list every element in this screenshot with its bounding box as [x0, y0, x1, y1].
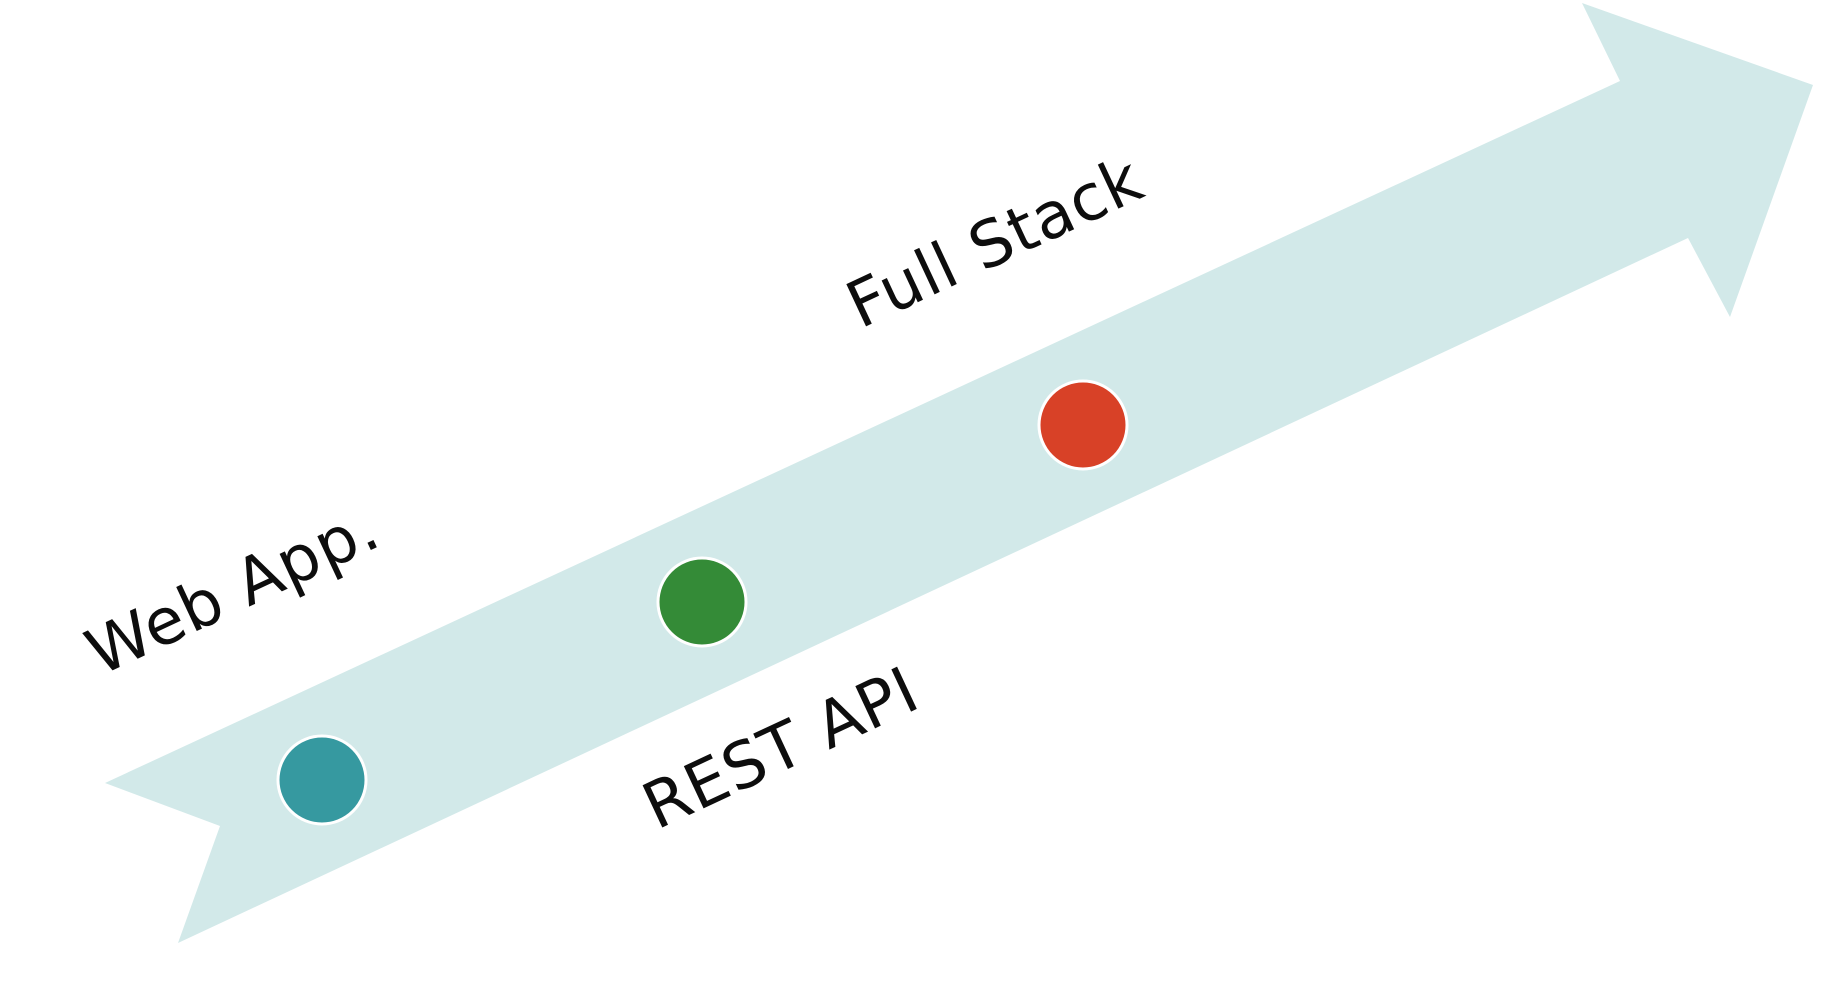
label-web-app: Web App.: [76, 491, 391, 690]
label-full-stack: Full Stack: [836, 142, 1155, 343]
milestone-dot-rest-api: [656, 556, 748, 648]
milestone-dot-full-stack: [1037, 379, 1129, 471]
progress-arrow: [105, 3, 1813, 943]
milestone-dot-web-app: [276, 734, 368, 826]
